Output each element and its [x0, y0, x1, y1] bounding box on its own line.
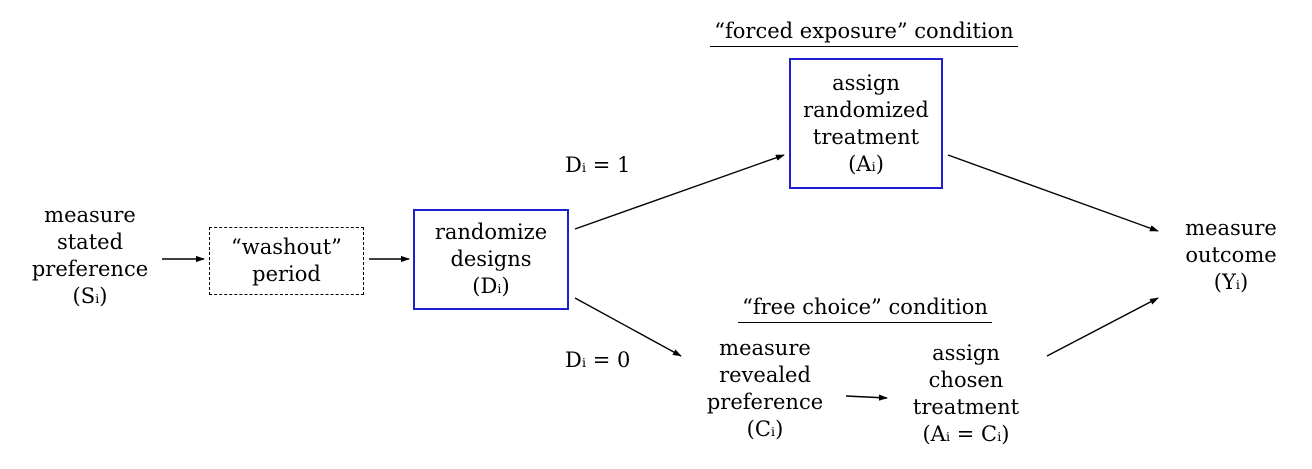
node-revealed-preference: measure revealed preference (Cᵢ) [706, 336, 824, 441]
node-washout-period: “washout” period [209, 227, 364, 295]
node-assign-chosen-treatment: assign chosen treatment (Aᵢ = Cᵢ) [912, 341, 1020, 446]
arrow-chosen-to-outcome [1046, 297, 1159, 357]
node-measure-outcome: measure outcome (Yᵢ) [1185, 216, 1277, 294]
node-assign-randomized-treatment: assign randomized treatment (Aᵢ) [789, 58, 943, 189]
branch-label-d0: Dᵢ = 0 [565, 348, 631, 372]
condition-rule-free [738, 321, 992, 323]
branch-label-d1: Dᵢ = 1 [565, 153, 631, 177]
arrow-revealed-to-chosen [845, 394, 888, 401]
node-randomize-designs: randomize designs (Dᵢ) [413, 209, 569, 310]
node-stated-preference: measure stated preference (Sᵢ) [31, 203, 149, 308]
arrow-randomize-to-revealed [574, 297, 682, 357]
arrow-forced-to-outcome [947, 154, 1159, 232]
condition-rule-forced [710, 45, 1018, 47]
condition-header-forced: “forced exposure” condition [710, 18, 1018, 47]
condition-header-free: “free choice” condition [738, 294, 992, 323]
arrow-randomize-to-forced [574, 154, 785, 230]
